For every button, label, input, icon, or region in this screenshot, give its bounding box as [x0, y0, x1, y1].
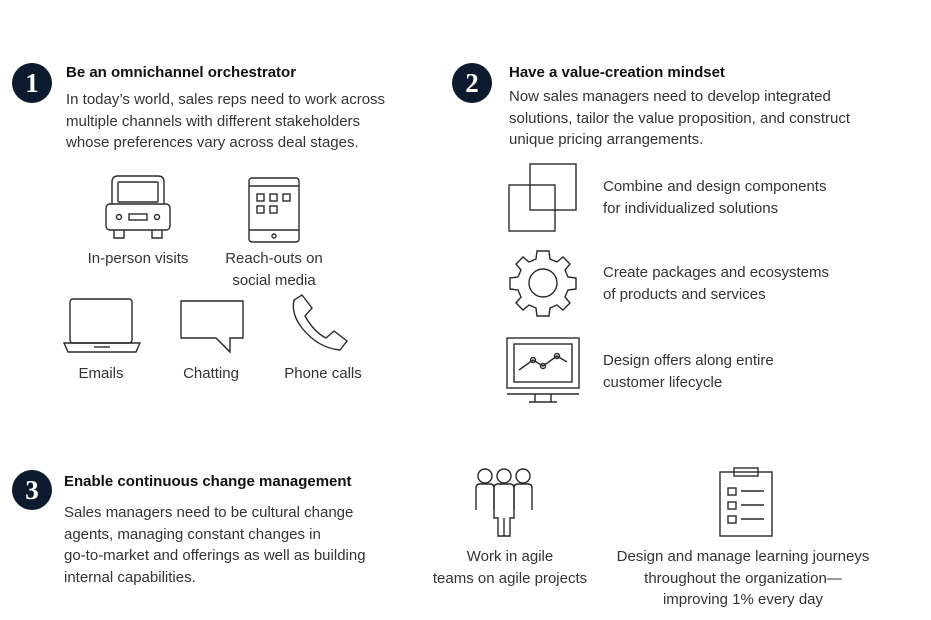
car-icon: [102, 174, 174, 244]
section-title: Have a value-creation mindset: [509, 64, 725, 81]
gear-icon: [507, 247, 579, 319]
overlapping-squares-icon: [507, 162, 579, 234]
channel-label: In-person visits: [87, 250, 189, 267]
section-title: Be an omnichannel orchestrator: [66, 64, 297, 81]
chat-bubble-icon: [178, 298, 246, 356]
channel-label: Chatting: [183, 365, 239, 382]
step-number-badge: 1: [12, 63, 52, 103]
step-number-badge: 2: [452, 63, 492, 103]
section-description: Sales managers need to be cultural chang…: [64, 504, 366, 586]
laptop-icon: [62, 296, 142, 356]
channel-label: Emails: [78, 365, 124, 382]
clipboard-checklist-icon: [718, 466, 774, 538]
channel-label: Phone calls: [284, 365, 362, 382]
section-description: Now sales managers need to develop integ…: [509, 88, 851, 148]
value-item-label: Create packages and ecosystems of produc…: [603, 264, 829, 303]
channel-label: Reach-outs on social media: [225, 250, 323, 289]
monitor-chart-icon: [505, 336, 581, 406]
section-description: In today’s world, sales reps need to wor…: [66, 91, 386, 151]
step-number-badge: 3: [12, 470, 52, 510]
change-item-label: Work in agile teams on agile projects: [432, 548, 588, 587]
team-people-icon: [472, 466, 536, 540]
value-item-label: Design offers along entire customer life…: [603, 352, 774, 391]
section-title: Enable continuous change management: [64, 473, 352, 490]
value-item-label: Combine and design components for indivi…: [603, 178, 827, 217]
phone-icon: [288, 292, 350, 354]
change-item-label: Design and manage learning journeys thro…: [616, 548, 870, 608]
tablet-icon: [247, 176, 301, 244]
